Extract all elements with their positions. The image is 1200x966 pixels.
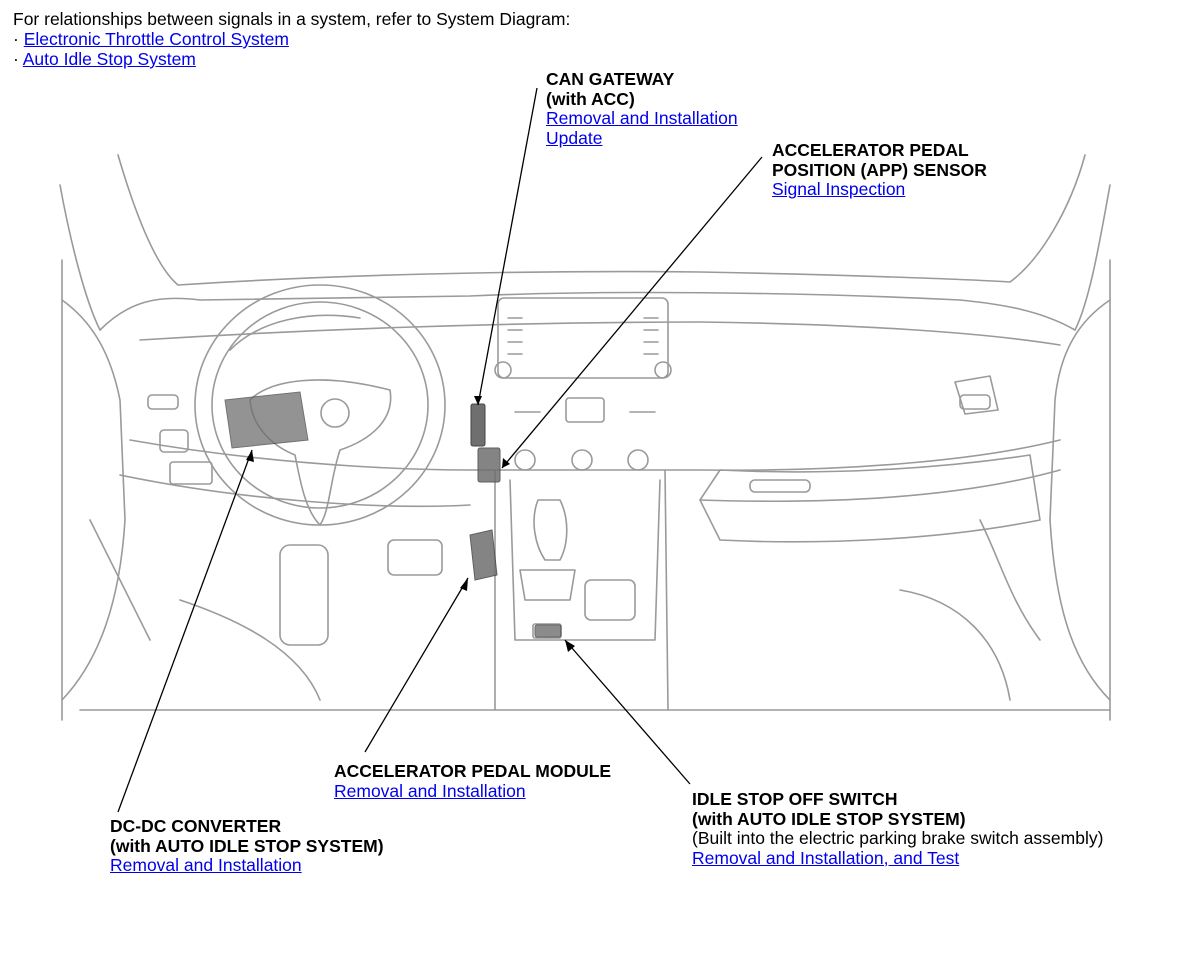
callout-subtitle: (with ACC): [546, 88, 635, 109]
leader-line-dcdc: [117, 449, 253, 813]
intro-text: For relationships between signals in a s…: [13, 9, 571, 29]
link-idle-switch-removal-installation-test[interactable]: Removal and Installation, and Test: [692, 847, 960, 868]
leader-line-pedal-module: [364, 577, 469, 753]
intro-block: For relationships between signals in a s…: [13, 9, 570, 69]
callout-subtitle: (with AUTO IDLE STOP SYSTEM): [692, 808, 966, 829]
callout-idle-stop-off-switch: IDLE STOP OFF SWITCH (with AUTO IDLE STO…: [692, 789, 1104, 868]
callout-title: ACCELERATOR PEDAL MODULE: [334, 761, 612, 781]
link-auto-idle-stop-system[interactable]: Auto Idle Stop System: [22, 49, 196, 69]
leader-line-can-gateway: [477, 87, 538, 406]
link-pedal-module-removal-installation[interactable]: Removal and Installation: [334, 780, 526, 801]
callout-title: IDLE STOP OFF SWITCH: [692, 789, 898, 809]
callout-can-gateway: CAN GATEWAY (with ACC) Removal and Insta…: [546, 69, 738, 148]
callout-title: CAN GATEWAY: [546, 69, 675, 89]
callout-note: (Built into the electric parking brake s…: [692, 828, 1104, 848]
link-electronic-throttle-control-system[interactable]: Electronic Throttle Control System: [23, 29, 289, 49]
intro-link-row-2: · Auto Idle Stop System: [13, 49, 570, 69]
link-app-sensor-signal-inspection[interactable]: Signal Inspection: [772, 179, 906, 199]
bullet-2: ·: [13, 49, 19, 69]
bullet-1: ·: [13, 29, 19, 49]
link-dcdc-removal-installation[interactable]: Removal and Installation: [110, 855, 302, 875]
callout-subtitle: (with AUTO IDLE STOP SYSTEM): [110, 835, 384, 856]
leader-line-app-sensor: [501, 156, 763, 469]
intro-link-row-1: · Electronic Throttle Control System: [13, 29, 570, 49]
leader-line-idle-switch: [564, 639, 691, 785]
callout-title-line-2: POSITION (APP) SENSOR: [772, 159, 987, 180]
callout-pedal-module: ACCELERATOR PEDAL MODULE Removal and Ins…: [334, 761, 612, 801]
callout-dcdc-converter: DC-DC CONVERTER (with AUTO IDLE STOP SYS…: [110, 816, 384, 876]
link-can-gateway-update[interactable]: Update: [546, 127, 603, 148]
callout-title: DC-DC CONVERTER: [110, 816, 282, 836]
link-can-gateway-removal-installation[interactable]: Removal and Installation: [546, 108, 738, 128]
callout-app-sensor: ACCELERATOR PEDAL POSITION (APP) SENSOR …: [772, 140, 987, 200]
callout-title: ACCELERATOR PEDAL: [772, 140, 969, 160]
